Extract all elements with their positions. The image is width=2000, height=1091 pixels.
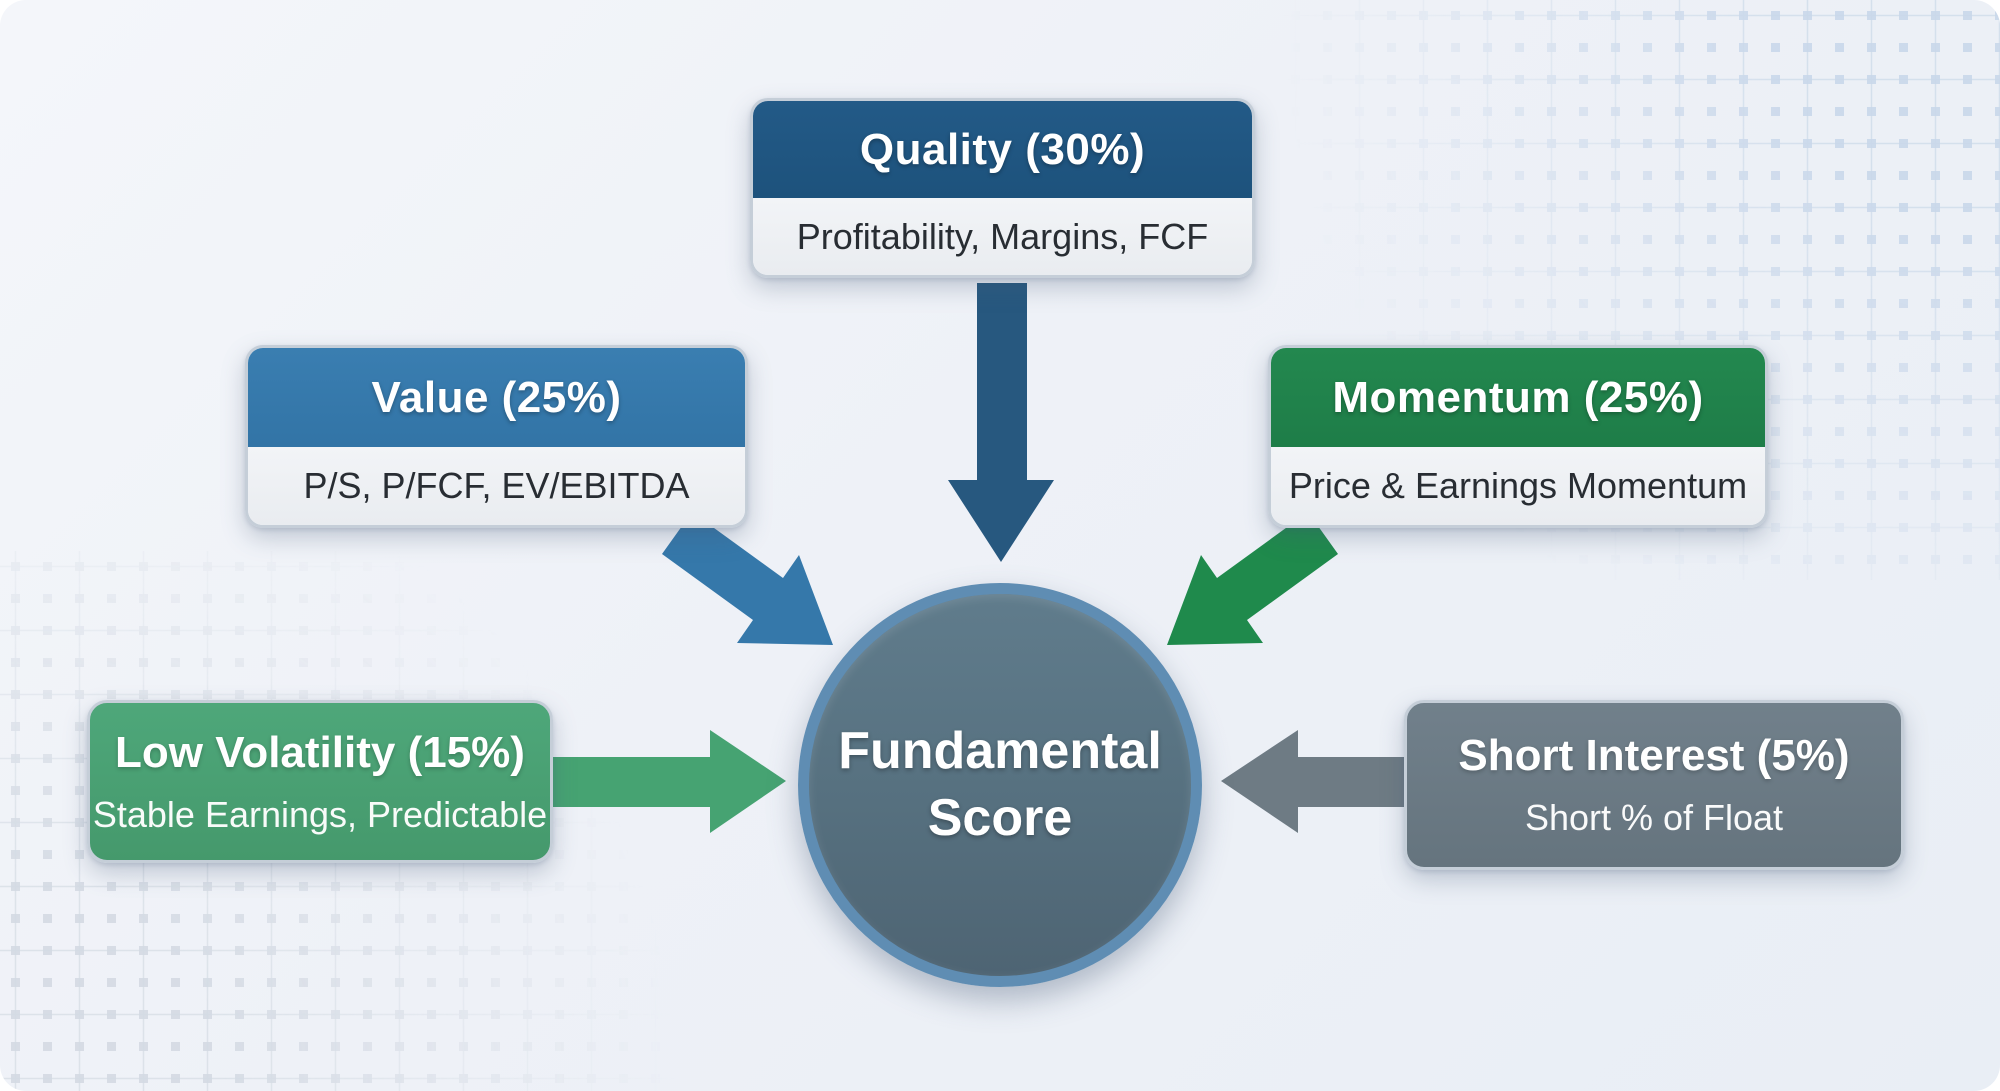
factor-short-interest-detail: Short % of Float [1524, 797, 1784, 838]
factor-box-low-volatility: Low Volatility (15%) Stable Earnings, Pr… [87, 700, 553, 863]
factor-box-momentum: Momentum (25%) Price & Earnings Momentum [1268, 345, 1768, 528]
factor-box-value: Value (25%) P/S, P/FCF, EV/EBITDA [245, 345, 748, 528]
factor-box-quality: Quality (30%) Profitability, Margins, FC… [750, 98, 1255, 278]
arrow-value-to-score [662, 512, 833, 645]
factor-short-interest-title: Short Interest (5%) [1458, 731, 1850, 780]
factor-quality-title: Quality (30%) [753, 101, 1252, 199]
arrow-short-interest-to-score [1221, 730, 1460, 833]
factor-value-title: Value (25%) [248, 348, 745, 448]
arrow-quality-to-score [948, 283, 1054, 562]
factor-value-detail: P/S, P/FCF, EV/EBITDA [248, 447, 745, 525]
fundamental-score-circle: Fundamental Score [798, 583, 1202, 987]
score-title-line2: Score [927, 789, 1073, 847]
factor-momentum-detail: Price & Earnings Momentum [1271, 447, 1765, 525]
factor-low-volatility-detail: Stable Earnings, Predictable [92, 793, 548, 835]
factor-box-short-interest: Short Interest (5%) Short % of Float [1404, 700, 1904, 870]
score-title-line1: Fundamental [838, 722, 1162, 781]
arrow-low-volatility-to-score [545, 730, 786, 833]
factor-momentum-title: Momentum (25%) [1271, 348, 1765, 448]
factor-low-volatility-title: Low Volatility (15%) [115, 727, 525, 777]
factor-quality-detail: Profitability, Margins, FCF [753, 198, 1252, 275]
arrow-momentum-to-score [1167, 512, 1338, 645]
